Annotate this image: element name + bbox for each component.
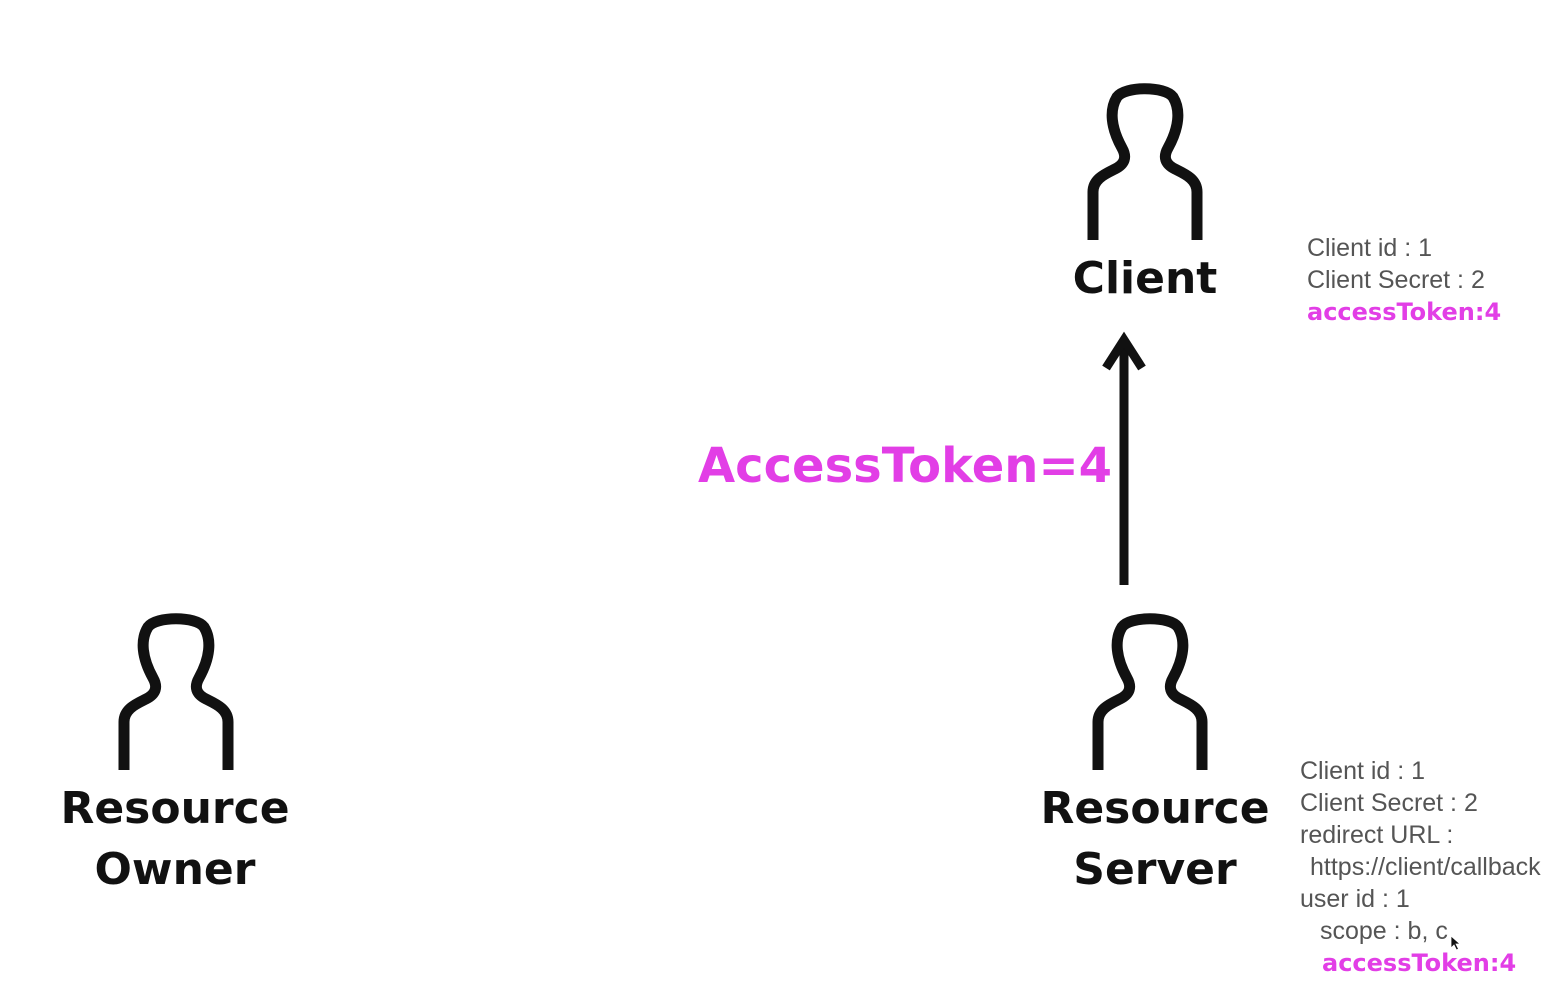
server-info-block: Client id : 1 Client Secret : 2 redirect… [1300,755,1541,979]
resource-owner-person-icon [118,613,234,770]
mouse-cursor-icon [1450,935,1462,951]
resource-server-label: Resource Server [1040,783,1270,895]
client-label: Client [1072,253,1218,304]
client-info-client-secret: Client Secret : 2 [1307,266,1485,294]
server-info-redirect-url: https://client/callback [1310,853,1541,881]
server-info-client-secret: Client Secret : 2 [1300,789,1478,817]
access-token-flow-label: AccessToken=4 [698,438,1113,494]
client-info-client-id: Client id : 1 [1307,234,1433,262]
server-info-user-id: user id : 1 [1300,885,1410,913]
server-info-redirect-label: redirect URL : [1300,821,1454,849]
server-info-access-token: accessToken:4 [1322,949,1517,977]
resource-owner-label: Resource Owner [60,783,290,895]
client-info-access-token: accessToken:4 [1307,298,1502,326]
client-info-block: Client id : 1 Client Secret : 2 accessTo… [1307,232,1501,328]
server-info-scope: scope : b, c [1320,917,1448,945]
resource-server-person-icon [1092,613,1208,770]
server-info-client-id: Client id : 1 [1300,757,1426,785]
client-person-icon [1087,83,1203,240]
